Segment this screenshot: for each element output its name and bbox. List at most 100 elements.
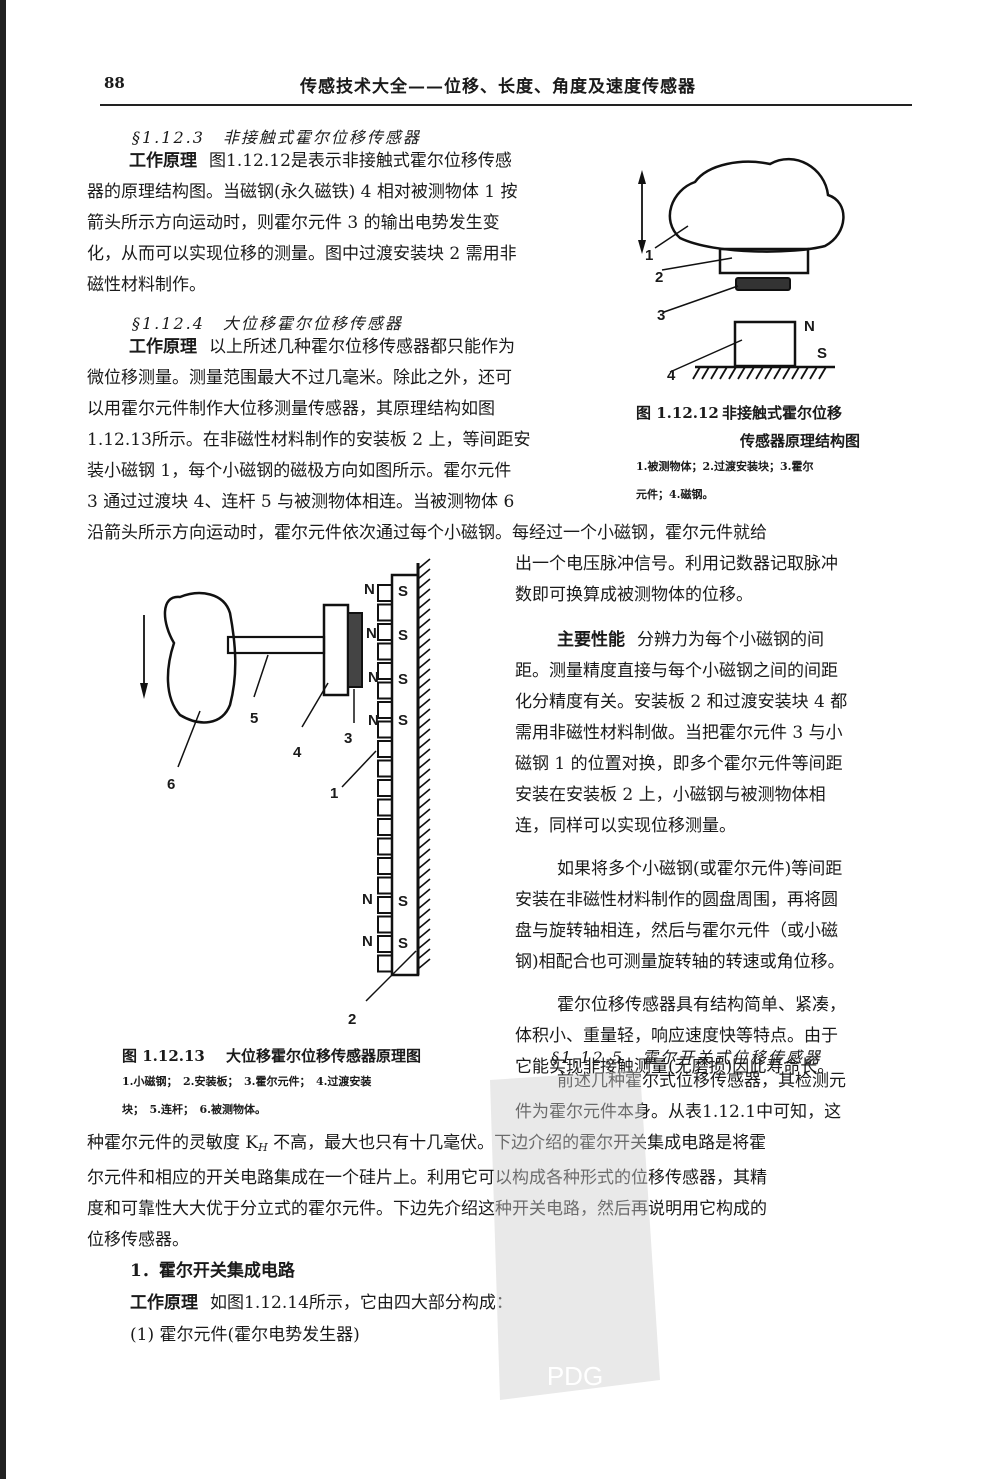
- body-line: 磁性材料制作。: [87, 275, 206, 295]
- legend-line: 块； 5.连杆； 6.被测物体。: [122, 1103, 266, 1116]
- leader-line-4: [669, 339, 743, 373]
- small-magnet: [377, 603, 393, 622]
- fig13-label-1: 1: [330, 785, 339, 802]
- hatch-stroke: [417, 708, 431, 720]
- small-magnet: [377, 623, 393, 641]
- hatch-stroke: [417, 818, 431, 830]
- small-magnet: [377, 857, 393, 875]
- hatch-stroke: [692, 366, 701, 380]
- small-magnet: [377, 740, 393, 758]
- fig13-label-4: 4: [293, 744, 302, 761]
- magnet: [733, 320, 797, 368]
- hatch-stroke: [417, 868, 431, 880]
- hatch-stroke: [417, 688, 431, 700]
- hatch-stroke: [417, 768, 431, 780]
- fig13-label-5: 5: [250, 710, 259, 727]
- small-magnet: [377, 701, 393, 719]
- hatch-stroke: [417, 848, 431, 860]
- body-line: 以用霍尔元件制作大位移测量传感器，其原理结构如图: [87, 399, 495, 419]
- hatch-stroke: [417, 588, 431, 600]
- body-line: 化分精度有关。安装板 2 和过渡安装块 4 都: [515, 692, 848, 712]
- text-span: 以上所述几种霍尔位移传感器都只能作为: [209, 337, 515, 357]
- hatch-stroke: [417, 738, 431, 750]
- pole-s: S: [398, 893, 409, 910]
- hatch-stroke: [417, 958, 431, 970]
- body-line: 连，同样可以实现位移测量。: [515, 816, 736, 836]
- measured-object-shape: [668, 158, 845, 253]
- body-line: 箭头所示方向运动时，则霍尔元件 3 的输出电势发生变: [87, 213, 500, 233]
- hatch-stroke: [417, 778, 431, 790]
- pole-n: N: [362, 891, 373, 908]
- text-span: 分辨力为每个小磁钢的间: [637, 630, 824, 650]
- fig13-label-3: 3: [344, 730, 353, 747]
- hall-element-3: [347, 612, 363, 688]
- body-line: 度和可靠性大大优于分立式的霍尔元件。下边先介绍这种开关电路，然后再说明用它构成的: [87, 1199, 767, 1219]
- small-magnet: [377, 818, 393, 836]
- small-magnet: [377, 681, 393, 700]
- ground-hatching: [692, 366, 827, 380]
- hatch-stroke: [764, 366, 773, 380]
- hatch-stroke: [417, 618, 431, 630]
- pole-s: S: [398, 627, 409, 644]
- fig12-caption-line2: 传感器原理结构图: [740, 432, 861, 450]
- figure-1-12-12-diagram: [638, 158, 845, 380]
- hatch-stroke: [417, 808, 431, 820]
- section-1-12-4-body: 工作原理以上所述几种霍尔位移传感器都只能作为 微位移测量。测量范围最大不过几毫米…: [87, 332, 599, 518]
- hatch-stroke: [755, 366, 764, 380]
- body-line: 装小磁钢 1，每个小磁钢的磁极方向如图所示。霍尔元件: [87, 461, 512, 481]
- body-line: 它能实现非接触测量(无磨损)因此寿命长。: [515, 1057, 835, 1077]
- term-working-principle: 工作原理: [129, 151, 197, 171]
- pole-n: N: [362, 933, 373, 950]
- hatch-stroke: [417, 858, 431, 870]
- hatch-stroke: [417, 598, 431, 610]
- body-line: 需用非磁性材料制做。当把霍尔元件 3 与小: [515, 723, 843, 743]
- small-magnet: [377, 837, 393, 856]
- section-1-12-5-body: 种霍尔元件的灵敏度 KH 不高，最大也只有十几毫伏。下边介绍的霍尔开关集成电路是…: [87, 1128, 913, 1256]
- measured-object-6: [163, 591, 237, 724]
- hatch-stroke: [417, 638, 431, 650]
- text-span: 不高，最大也只有十几毫伏。下边介绍的霍尔开关集成电路是将霍: [267, 1133, 767, 1153]
- small-magnet: [377, 915, 393, 934]
- hall-element: [735, 277, 791, 291]
- hatch-stroke: [719, 366, 728, 380]
- small-magnet: [377, 798, 393, 817]
- body-line: 微位移测量。测量范围最大不过几毫米。除此之外，还可: [87, 368, 512, 388]
- section-heading-1-12-3: §1.12.3 非接触式霍尔位移传感器: [132, 128, 421, 147]
- body-line: 尔元件和相应的开关电路集成在一个硅片上。利用它可以构成各种形式的位移传感器，其精: [87, 1168, 767, 1188]
- body-line: 前述几种霍尔式位移传感器，其检测元: [557, 1071, 846, 1091]
- hatch-stroke: [417, 838, 431, 850]
- term-main-performance: 主要性能: [557, 630, 625, 650]
- page-number: 88: [104, 74, 125, 92]
- hatch-stroke: [417, 878, 431, 890]
- fig12-caption-number: 图 1.12.12: [636, 404, 719, 422]
- hatch-stroke: [417, 928, 431, 940]
- hatch-stroke: [417, 788, 431, 800]
- hatch-stroke: [417, 718, 431, 730]
- small-magnet: [377, 642, 393, 661]
- kh-subscript: H: [258, 1141, 268, 1154]
- pole-s: S: [398, 935, 409, 952]
- hatch-stroke: [417, 608, 431, 620]
- fig12-pole-n: N: [804, 318, 815, 335]
- connecting-rod: [226, 635, 326, 655]
- body-line: 距。测量精度直接与每个小磁钢之间的间距: [515, 661, 838, 681]
- transition-block-4: [322, 603, 350, 697]
- caption-text: 大位移霍尔位移传感器原理图: [226, 1047, 422, 1065]
- subheading-hall-switch-ic: 1．霍尔开关集成电路: [130, 1261, 295, 1281]
- hatch-stroke: [417, 948, 431, 960]
- hatch-stroke: [417, 908, 431, 920]
- hatch-stroke: [417, 558, 431, 570]
- body-line: 安装在安装板 2 上，小磁钢与被测物体相: [515, 785, 826, 805]
- library-seal-watermark: PDG: [490, 1070, 660, 1400]
- small-magnet: [377, 662, 393, 680]
- pole-n: N: [368, 669, 379, 686]
- hatch-stroke: [728, 366, 737, 380]
- term-working-principle: 工作原理: [130, 1293, 198, 1313]
- hatch-stroke: [417, 678, 431, 690]
- hatch-stroke: [791, 366, 800, 380]
- hatch-stroke: [417, 898, 431, 910]
- hatch-stroke: [417, 568, 431, 580]
- fig13-label-2: 2: [348, 1011, 357, 1028]
- body-line: 种霍尔元件的灵敏度 KH 不高，最大也只有十几毫伏。下边介绍的霍尔开关集成电路是…: [87, 1128, 913, 1163]
